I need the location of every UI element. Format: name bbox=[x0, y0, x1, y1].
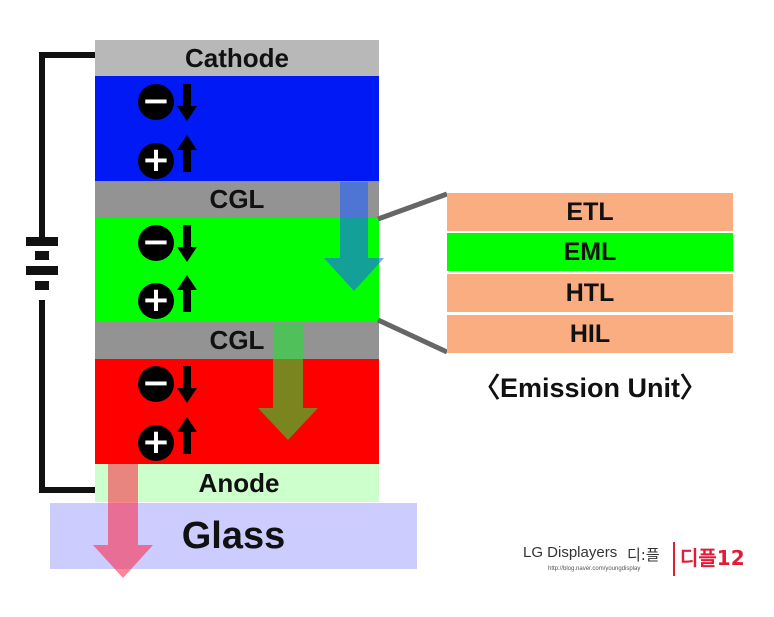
hil-layer: HIL bbox=[447, 315, 733, 353]
hil-label: HIL bbox=[569, 319, 611, 348]
arrow-up-icon bbox=[177, 417, 197, 454]
logo-url: http://blog.naver.com/youngdisplay bbox=[548, 566, 641, 572]
red-light-arrow bbox=[93, 464, 153, 578]
anode-layer: Anode bbox=[95, 464, 379, 502]
htl-layer: HTL bbox=[447, 274, 733, 312]
glass-label: Glass bbox=[181, 514, 286, 557]
emission-unit-caption: 〈Emission Unit〉 bbox=[472, 373, 708, 403]
battery-icon bbox=[26, 237, 58, 290]
cathode-label: Cathode bbox=[185, 42, 289, 73]
eml-layer: EML bbox=[447, 233, 733, 271]
eml-label: EML bbox=[563, 237, 617, 266]
arrow-down-icon bbox=[177, 225, 197, 262]
plus-icon: + bbox=[138, 283, 174, 319]
arrow-down-icon bbox=[177, 366, 197, 403]
cgl-top-label: CGL bbox=[209, 184, 265, 214]
minus-icon: − bbox=[138, 366, 174, 402]
cathode-layer: Cathode bbox=[95, 40, 379, 76]
etl-layer: ETL bbox=[447, 193, 733, 231]
anode-label: Anode bbox=[198, 467, 280, 498]
plus-icon: + bbox=[138, 425, 174, 461]
logo-badge: 디플12 bbox=[680, 546, 745, 570]
arrow-up-icon bbox=[177, 275, 197, 312]
green-light-arrow bbox=[258, 323, 318, 440]
minus-icon: − bbox=[138, 84, 174, 120]
logo-korean-name: 디:플 bbox=[627, 546, 660, 564]
cgl-top-layer: CGL bbox=[95, 181, 379, 218]
logo: LG Displayers 디:플 http://blog.naver.com/… bbox=[520, 540, 760, 585]
minus-icon: − bbox=[138, 225, 174, 261]
blue-light-arrow bbox=[324, 182, 384, 291]
cgl-bottom-label: CGL bbox=[209, 325, 265, 355]
cgl-bottom-layer: CGL bbox=[95, 322, 379, 359]
htl-label: HTL bbox=[565, 278, 615, 307]
arrow-up-icon bbox=[177, 135, 197, 172]
logo-divider bbox=[673, 542, 675, 576]
plus-icon: + bbox=[138, 143, 174, 179]
arrow-down-icon bbox=[177, 84, 197, 121]
logo-brand: LG Displayers bbox=[523, 544, 618, 561]
etl-label: ETL bbox=[566, 197, 614, 226]
